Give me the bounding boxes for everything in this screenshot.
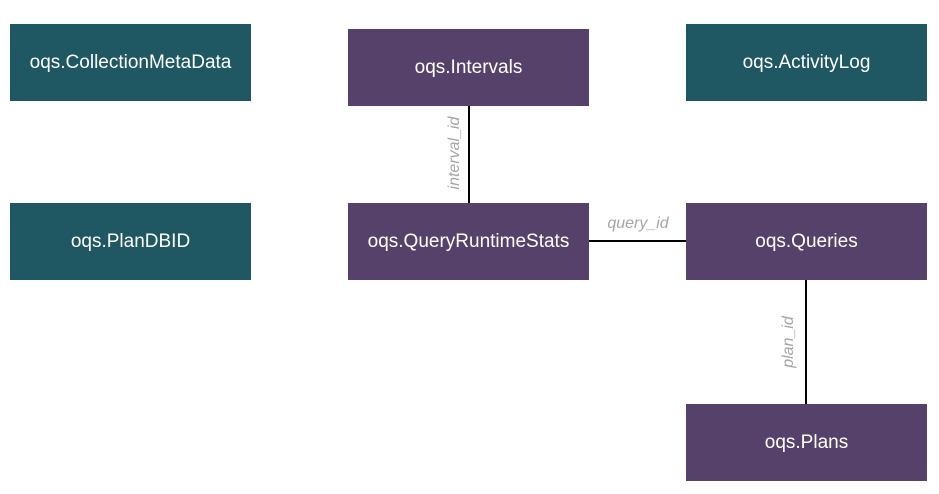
table-queries[interactable]: oqs.Queries: [686, 203, 927, 280]
table-query-runtime-stats-label: oqs.QueryRuntimeStats: [367, 230, 570, 252]
table-query-runtime-stats[interactable]: oqs.QueryRuntimeStats: [348, 203, 589, 280]
relation-label-plan-id: plan_id: [780, 316, 797, 368]
table-plans[interactable]: oqs.Plans: [686, 404, 927, 481]
table-plan-dbid[interactable]: oqs.PlanDBID: [10, 203, 251, 280]
table-activity-log-label: oqs.ActivityLog: [742, 51, 871, 73]
table-collection-meta-data[interactable]: oqs.CollectionMetaData: [10, 24, 251, 101]
relation-label-query-id: query_id: [607, 215, 669, 232]
table-queries-label: oqs.Queries: [755, 230, 858, 252]
table-intervals-label: oqs.Intervals: [414, 56, 523, 78]
table-collection-meta-data-label: oqs.CollectionMetaData: [29, 51, 232, 73]
relation-label-interval-id: interval_id: [446, 116, 463, 190]
table-plan-dbid-label: oqs.PlanDBID: [70, 230, 191, 252]
table-activity-log[interactable]: oqs.ActivityLog: [686, 24, 927, 101]
table-plans-label: oqs.Plans: [764, 431, 849, 453]
table-intervals[interactable]: oqs.Intervals: [348, 29, 589, 106]
